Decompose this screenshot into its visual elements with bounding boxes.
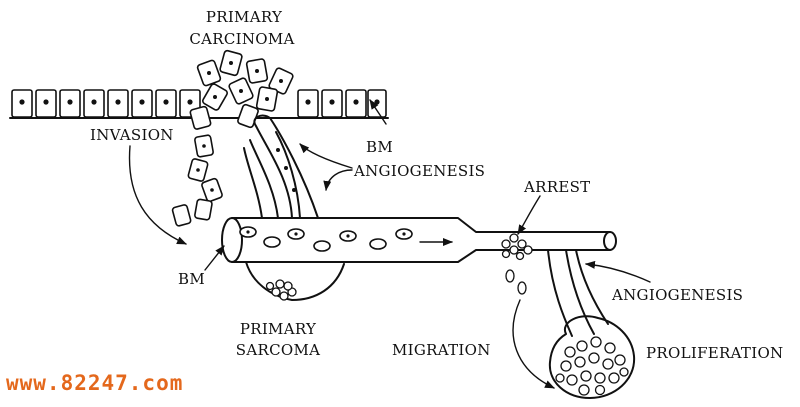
migration-arrow <box>512 299 555 389</box>
branch-vessel <box>547 249 609 337</box>
label-arrest: ARREST <box>523 178 590 196</box>
label-angiogenesis-right: ANGIOGENESIS <box>611 286 743 304</box>
label-bm-left: BM <box>178 270 205 288</box>
watermark-text: www.82247.com <box>6 371 183 395</box>
label-migration: MIGRATION <box>392 341 491 359</box>
bm-left-pointer <box>204 245 225 271</box>
label-primary-carcinoma-2: CARCINOMA <box>189 30 294 48</box>
label-bm-top: BM <box>366 138 393 156</box>
label-angiogenesis-top: ANGIOGENESIS <box>353 162 485 180</box>
angiogenesis-top-arrow-1 <box>323 169 353 191</box>
label-primary-carcinoma-1: PRIMARY <box>206 8 283 26</box>
angiogenic-sprouts <box>243 114 319 219</box>
sarcoma-cluster <box>245 261 345 301</box>
label-proliferation: PROLIFERATION <box>646 344 784 362</box>
invasion-arrow <box>128 145 187 245</box>
epithelium <box>9 89 389 119</box>
label-primary-sarcoma-1: PRIMARY <box>240 320 317 338</box>
epithelial-cells-left <box>11 89 201 118</box>
carcinoma-cluster <box>189 49 294 130</box>
angiogenesis-right-arrow <box>585 260 651 283</box>
metastasis-mass <box>548 315 636 399</box>
escaping-cells <box>505 269 527 295</box>
label-invasion: INVASION <box>90 126 174 144</box>
circulating-cells <box>239 226 413 252</box>
label-primary-sarcoma-2: SARCOMA <box>236 341 320 359</box>
bm-top-pointer <box>369 99 387 125</box>
arrest-pointer <box>517 195 541 235</box>
blood-vessel <box>221 217 617 263</box>
angiogenesis-top-arrow-2 <box>299 143 353 169</box>
arrows <box>128 99 651 389</box>
arrest-clump <box>501 233 533 261</box>
invading-cells <box>171 134 223 227</box>
